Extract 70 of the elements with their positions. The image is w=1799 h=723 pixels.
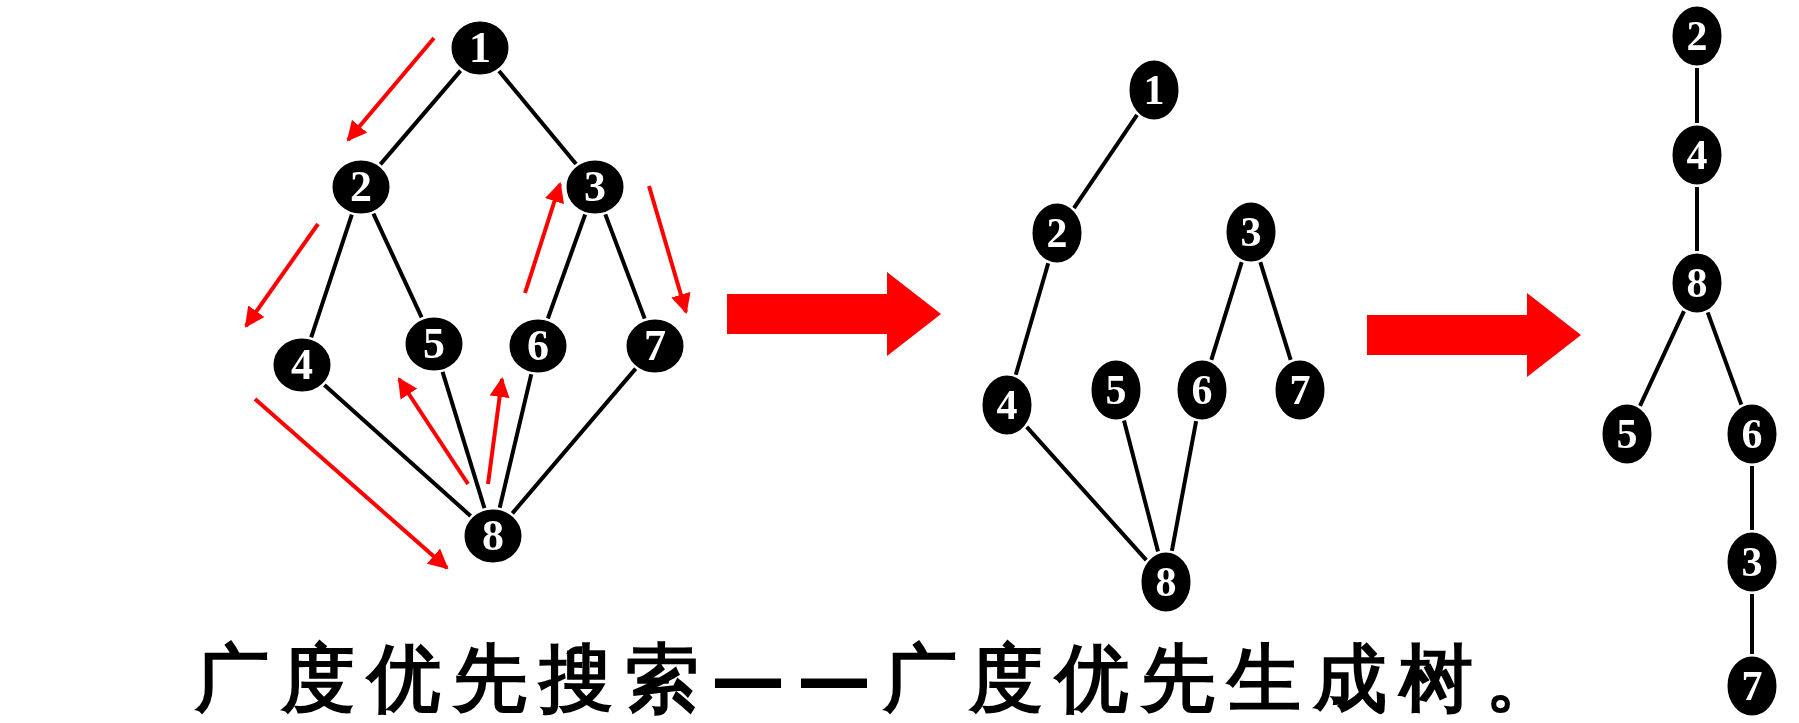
edge-line: [497, 69, 578, 166]
edge-line: [1209, 261, 1244, 361]
graph-node: [1030, 201, 1084, 265]
graph-node: [564, 158, 626, 216]
node-number: 1: [468, 26, 492, 70]
graph-node: [1725, 530, 1779, 594]
graph-node: [980, 373, 1034, 437]
edge-line: [1695, 68, 1699, 123]
graph-node: [1224, 200, 1278, 264]
edge-line: [1169, 420, 1199, 552]
edge-line: [1025, 425, 1148, 562]
node-number: 8: [481, 514, 505, 558]
edge-line: [309, 214, 354, 338]
edge-line: [371, 212, 424, 319]
node-number: 4: [1685, 134, 1709, 176]
edge-line: [323, 383, 472, 518]
graph-node: [1725, 402, 1779, 466]
graph-node: [507, 317, 569, 375]
node-number: 5: [1615, 413, 1639, 455]
edge-line: [1072, 113, 1139, 210]
graph-node: [403, 315, 465, 373]
graph-node: [449, 19, 511, 77]
edge-line: [1695, 187, 1699, 251]
node-number: 6: [1190, 369, 1214, 411]
graph-node: [330, 158, 392, 216]
graph-node: [1600, 402, 1654, 466]
edge-line: [545, 213, 588, 320]
node-number: 7: [1740, 665, 1764, 707]
graph-node: [1273, 358, 1327, 422]
edge-line: [1013, 262, 1051, 376]
graph-node: [1127, 58, 1181, 122]
graph-node: [1139, 550, 1193, 614]
graph-node: [1725, 654, 1779, 718]
node-number: 3: [1239, 211, 1263, 253]
node-number: 8: [1154, 561, 1178, 603]
node-number: 5: [1104, 369, 1128, 411]
edge-line: [1705, 311, 1744, 406]
node-number: 3: [1740, 541, 1764, 583]
edge-line: [603, 213, 647, 320]
node-number: 4: [290, 343, 314, 387]
node-number: 2: [349, 165, 373, 209]
node-number: 3: [583, 165, 607, 209]
graph-node: [1670, 123, 1724, 187]
node-number: 6: [1740, 413, 1764, 455]
edge-line: [1638, 310, 1686, 407]
node-number: 5: [422, 322, 446, 366]
graph-node: [1670, 4, 1724, 68]
edge-line: [510, 367, 638, 515]
edge-line: [1258, 261, 1293, 361]
graph-node: [624, 317, 686, 375]
node-number: 7: [1288, 369, 1312, 411]
graph-node: [1670, 251, 1724, 315]
graph-node: [271, 336, 333, 394]
node-number: 4: [995, 384, 1019, 426]
node-number: 2: [1685, 15, 1709, 57]
edge-line: [497, 373, 534, 509]
node-number: 7: [643, 324, 667, 368]
edge-line: [1750, 466, 1754, 530]
node-number: 2: [1045, 212, 1069, 254]
graph-node: [1089, 358, 1143, 422]
edge-line: [440, 371, 487, 509]
edge-line: [1750, 594, 1754, 654]
node-number: 8: [1685, 262, 1709, 304]
node-number: 1: [1142, 69, 1166, 111]
edge-line: [378, 69, 463, 166]
graph-node: [462, 507, 524, 565]
node-number: 6: [526, 324, 550, 368]
graph-node: [1175, 358, 1229, 422]
caption: 广度优先搜索——广度优先生成树。: [195, 636, 1571, 720]
edge-line: [1122, 420, 1160, 552]
